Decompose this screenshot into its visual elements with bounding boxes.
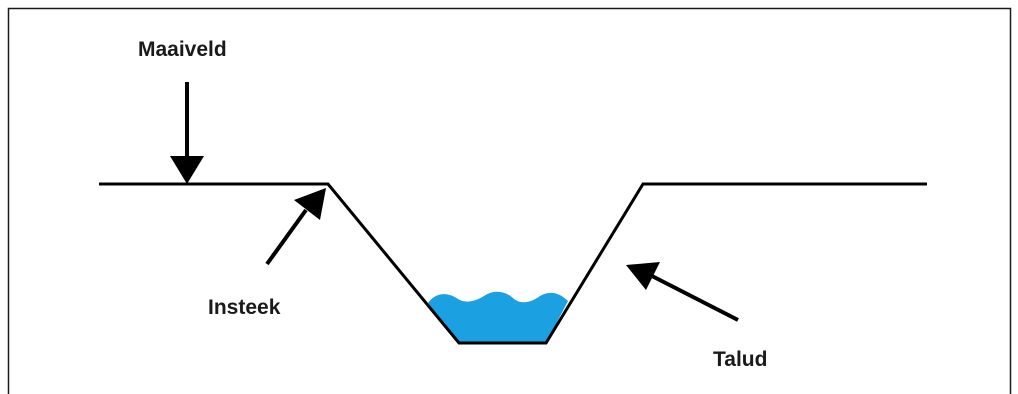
maaiveld-arrow-head [170, 156, 204, 184]
label-maaiveld: Maaiveld [138, 38, 227, 61]
water-fill [428, 292, 568, 343]
insteek-arrow-shaft [267, 210, 306, 264]
label-talud: Talud [713, 348, 767, 371]
talud-arrow-shaft [652, 276, 738, 320]
insteek-arrow-head [294, 188, 326, 220]
label-insteek: Insteek [208, 296, 281, 319]
